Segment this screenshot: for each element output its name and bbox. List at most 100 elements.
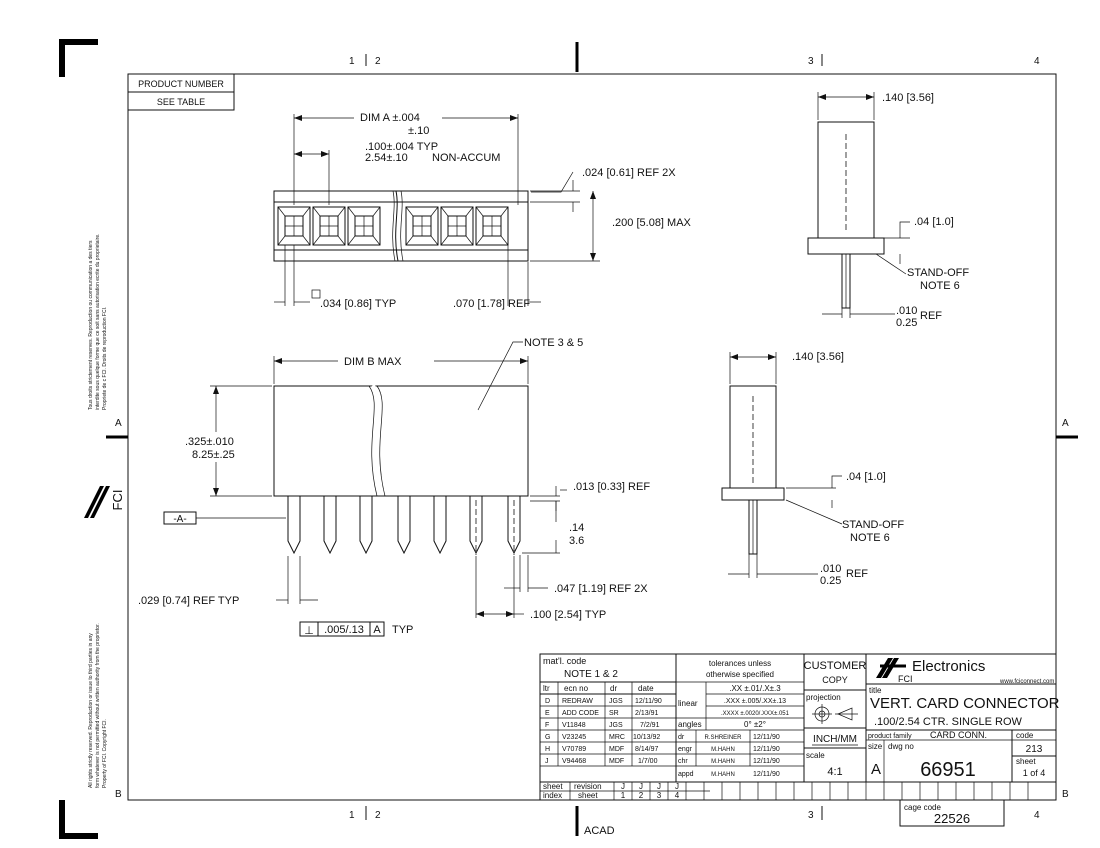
title-block: mat'l. code NOTE 1 & 2 ltr ecn no dr dat…: [539, 653, 1060, 837]
sheet-label: sheet: [1016, 757, 1036, 766]
svg-text:F: F: [545, 722, 549, 729]
top-view: DIM A ±.004 ±.10 .100±.004 TYP 2.54±.10 …: [273, 112, 692, 310]
ref-047-label: .047 [1.19] REF 2X: [554, 583, 648, 595]
contact-cells: [277, 206, 509, 246]
rev-header-ecn: ecn no: [564, 684, 589, 693]
drawing-frame: [127, 73, 1057, 801]
svg-text:V23245: V23245: [562, 734, 586, 741]
side-top-ref010: .010: [896, 305, 917, 317]
dwg-no-value: 66951: [920, 759, 976, 781]
code-value: 213: [1026, 744, 1043, 755]
acad-label: ACAD: [584, 825, 615, 837]
tol-row2: .XXX ±.005/.XX±.13: [724, 698, 786, 705]
svg-text:7/2/91: 7/2/91: [640, 722, 660, 729]
code-label: code: [1016, 731, 1034, 740]
svg-text:SR: SR: [609, 710, 619, 717]
svg-text:J: J: [545, 758, 549, 765]
rev-header-date: date: [638, 684, 654, 693]
note35-label: NOTE 3 & 5: [524, 337, 583, 349]
margin-note-en-3: Property of FCI. Copyright FCI.: [102, 719, 108, 788]
angles-value: 0° ±2°: [744, 720, 766, 729]
angles-label: angles: [678, 720, 702, 729]
svg-text:dr: dr: [678, 734, 685, 741]
projection-symbol: [812, 704, 858, 724]
side-bottom-standoff: STAND-OFF: [842, 519, 904, 531]
sheet-index-sheet2: sheet: [578, 791, 598, 800]
svg-text:12/11/90: 12/11/90: [753, 771, 780, 778]
svg-text:appd: appd: [678, 771, 694, 778]
zone-bottom-3: 3: [808, 810, 814, 821]
svg-text:engr: engr: [678, 746, 693, 753]
zone-markers: 1 2 3 4 1 2 3 4 A B A B: [106, 42, 1078, 836]
product-number-box: PRODUCT NUMBER SEE TABLE: [127, 73, 235, 111]
svg-text:MDF: MDF: [609, 758, 624, 765]
tol-symbol: ⊥: [304, 625, 314, 637]
dim-a-metric: ±.10: [408, 125, 429, 137]
side-bottom-ref010-metric: 0.25: [820, 575, 841, 587]
svg-text:JGS: JGS: [609, 698, 623, 705]
svg-text:12/11/90: 12/11/90: [753, 734, 780, 741]
website: www.fciconnect.com: [999, 679, 1054, 685]
scale-label: scale: [806, 751, 825, 760]
tol-row1: .XX ±.01/.X±.3: [729, 684, 781, 693]
svg-text:M.HAHN: M.HAHN: [711, 772, 735, 778]
margin-note-en-2: form whatever is not permitted without w…: [95, 623, 101, 788]
side-bottom-width: .140 [3.56]: [792, 351, 844, 363]
side-logo: FCI: [84, 486, 125, 518]
non-accum-label: NON-ACCUM: [432, 152, 500, 164]
sheet-value: 1 of 4: [1023, 768, 1046, 778]
ref-013-label: .013 [0.33] REF: [573, 481, 650, 493]
zone-right-b: B: [1062, 789, 1069, 800]
side-top-ref04: .04 [1.0]: [914, 216, 954, 228]
title-line1: VERT. CARD CONNECTOR: [870, 695, 1060, 712]
tol-row3: .XXXX ±.0020/.XXX±.051: [721, 711, 790, 717]
zone-top-3: 3: [808, 56, 814, 67]
margin-note-fr-2: interdite sous quelque forme que ce soit…: [95, 234, 101, 411]
zone-right-a: A: [1062, 418, 1069, 429]
svg-text:chr: chr: [678, 758, 688, 765]
side-bottom-ref04: .04 [1.0]: [846, 471, 886, 483]
side-top-ref010-metric: 0.25: [896, 317, 917, 329]
tol-title: tolerances unless: [709, 659, 771, 668]
projection-label: projection: [806, 693, 841, 702]
sheet-index-index: index: [543, 791, 562, 800]
customer-copy2: COPY: [822, 675, 848, 685]
sheet-num-1: 1: [621, 791, 626, 800]
datum-a: -A-: [173, 514, 186, 525]
product-number-value: SEE TABLE: [157, 97, 205, 107]
signoff-row: dr R.SHREINER 12/11/90: [678, 734, 780, 741]
svg-text:V11848: V11848: [562, 722, 586, 729]
sheet-num-2: 2: [639, 791, 644, 800]
zone-left-b: B: [115, 789, 122, 800]
pin-len-metric: 3.6: [569, 535, 584, 547]
margin-note-fr-1: Tous droits strictement reserves. Reprod…: [88, 240, 94, 410]
company-name: Electronics: [912, 658, 985, 675]
ref-070-label: .070 [1.78] REF: [453, 298, 530, 310]
pitch-metric: 2.54±.10: [365, 152, 408, 164]
cage-code-value: 22526: [934, 811, 970, 826]
svg-text:2/13/91: 2/13/91: [635, 710, 658, 717]
size-value: A: [871, 761, 881, 778]
side-logo-text: FCI: [110, 490, 125, 511]
svg-text:R.SHREINER: R.SHREINER: [704, 735, 742, 741]
zone-top-1: 1: [349, 56, 355, 67]
company-logo-text: FCI: [898, 674, 913, 684]
sheet-rev-2: J: [639, 782, 643, 791]
svg-text:D: D: [545, 698, 550, 705]
ref-029-label: .029 [0.74] REF TYP: [138, 595, 239, 607]
svg-text:M.HAHN: M.HAHN: [711, 747, 735, 753]
svg-text:12/11/90: 12/11/90: [635, 698, 662, 705]
sq-034-label: .034 [0.86] TYP: [320, 298, 396, 310]
zone-top-4: 4: [1034, 56, 1040, 67]
rev-header-ltr: ltr: [543, 684, 550, 693]
side-bottom-ref010: .010: [820, 563, 841, 575]
side-bottom-note6: NOTE 6: [850, 532, 890, 544]
tolerance-frame: ⊥ .005/.13 A TYP: [299, 621, 413, 637]
side-view-bottom: .140 [3.56] .04 [1.0] STAND-OFF NOTE 6 .…: [721, 351, 904, 587]
